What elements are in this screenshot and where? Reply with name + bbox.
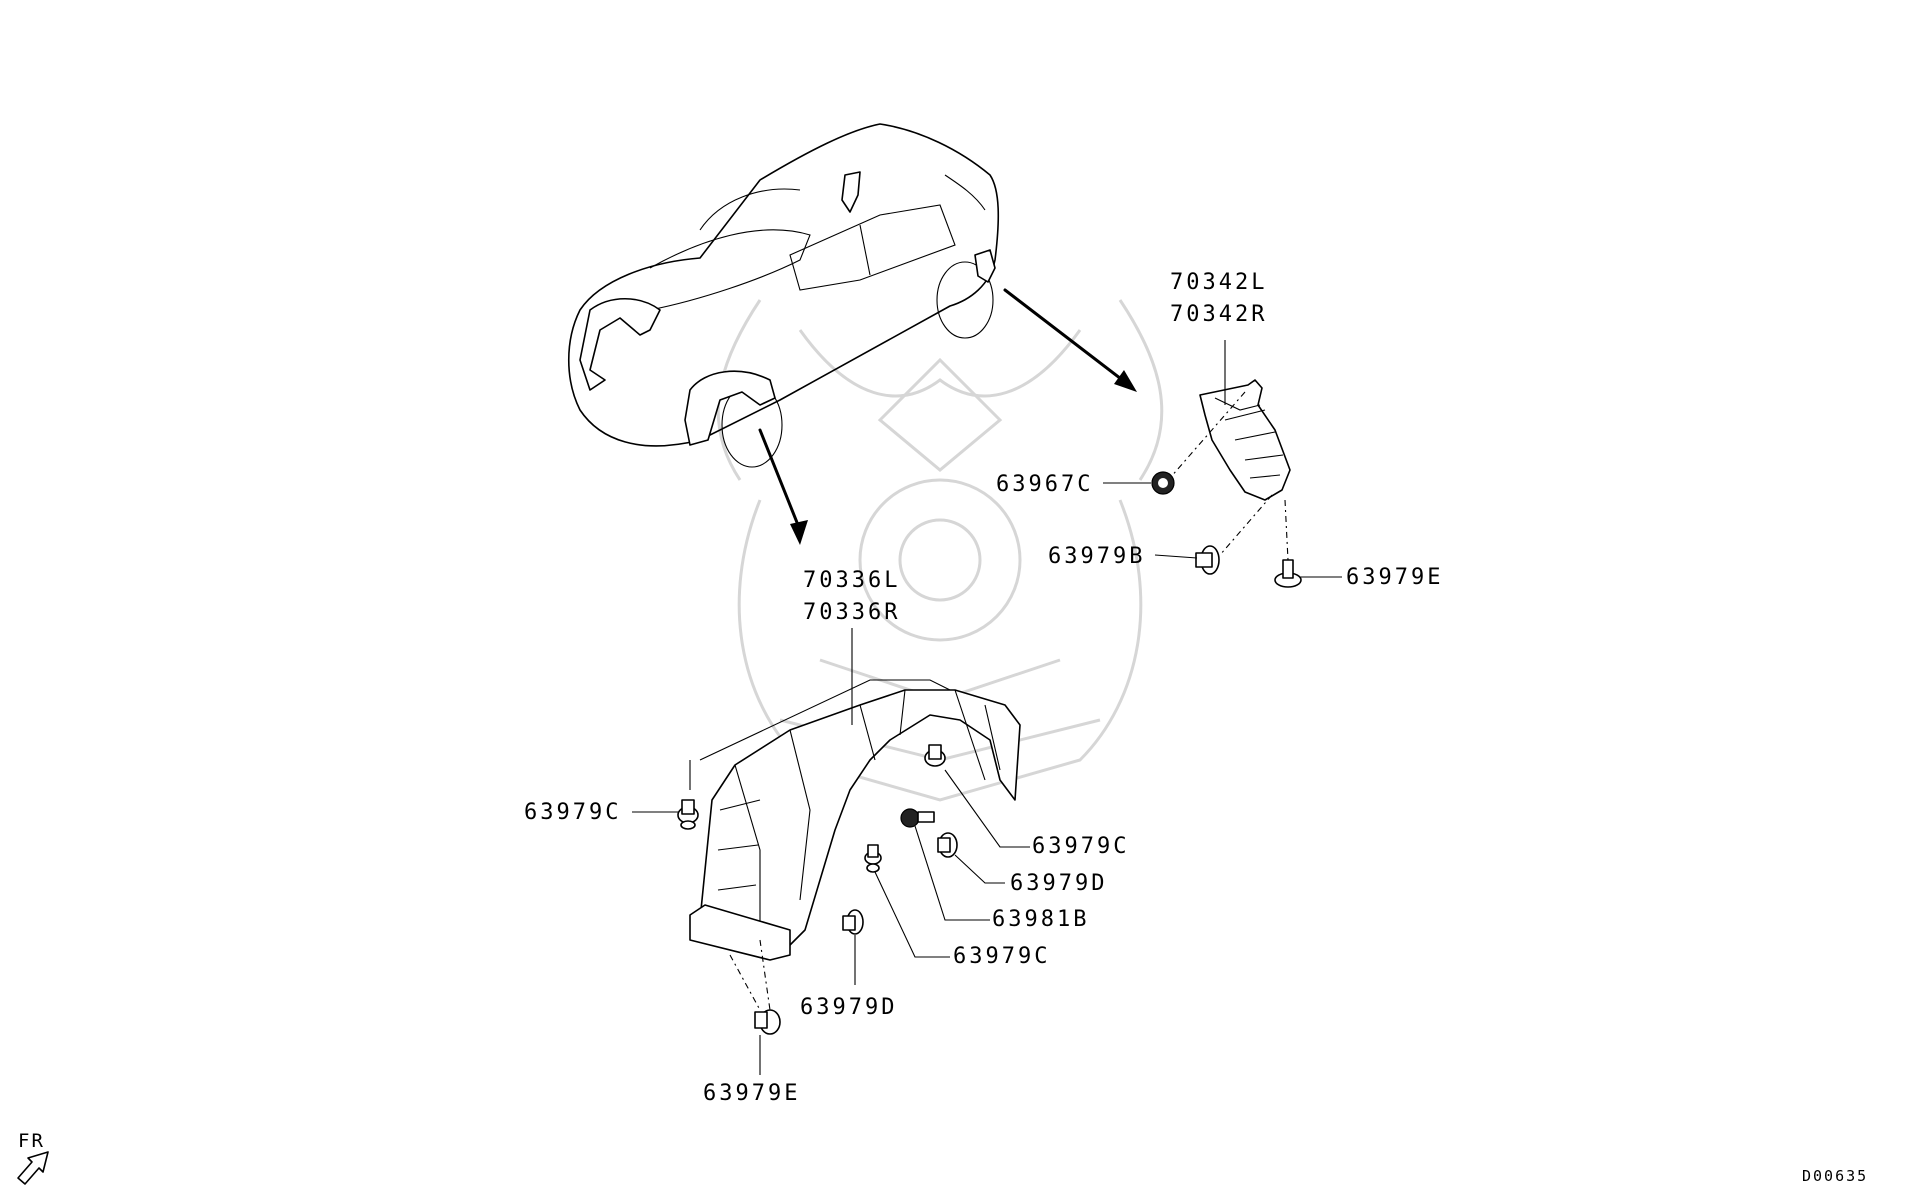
clip-63979C-lower xyxy=(864,844,882,873)
arrow-rear-wheel xyxy=(1003,288,1137,392)
clip-63979D-bottom xyxy=(842,909,864,935)
label-63979C-upper: 63979C xyxy=(1032,834,1130,859)
clip-63967C xyxy=(1151,471,1175,495)
label-63979C-lower: 63979C xyxy=(953,944,1051,969)
label-70336L: 70336L xyxy=(803,568,901,593)
label-70342R: 70342R xyxy=(1170,302,1268,327)
label-63981B: 63981B xyxy=(992,907,1090,932)
front-arrow-icon xyxy=(17,1151,49,1185)
label-63979D-right: 63979D xyxy=(1010,871,1108,896)
clip-63979D-right xyxy=(937,832,958,858)
vehicle-outline xyxy=(568,123,1000,468)
label-63979B: 63979B xyxy=(1048,544,1146,569)
arrow-front-wheel xyxy=(758,428,808,545)
leader-lines xyxy=(632,340,1342,1075)
screw-63979E-bottom xyxy=(754,1009,781,1035)
direction-label: FR xyxy=(18,1130,45,1152)
screw-63979E-rear xyxy=(1274,499,1302,588)
rear-splash-shield xyxy=(1169,379,1291,556)
front-fender-liner xyxy=(689,679,1021,1011)
label-70336R: 70336R xyxy=(803,600,901,625)
label-63979D-bottom: 63979D xyxy=(800,995,898,1020)
label-63967C: 63967C xyxy=(996,472,1094,497)
label-70342L: 70342L xyxy=(1170,270,1268,295)
samurai-helmet-logo xyxy=(716,299,1164,802)
label-63979E-bottom: 63979E xyxy=(703,1081,801,1106)
bolt-63981B xyxy=(900,808,935,828)
diagram-code: D00635 xyxy=(1802,1167,1869,1185)
label-63979C-left: 63979C xyxy=(524,800,622,825)
label-63979E-rear: 63979E xyxy=(1346,565,1444,590)
clip-63979C-left xyxy=(677,799,699,830)
clip-63979C-upper xyxy=(924,744,946,767)
clip-63979B xyxy=(1195,545,1220,575)
